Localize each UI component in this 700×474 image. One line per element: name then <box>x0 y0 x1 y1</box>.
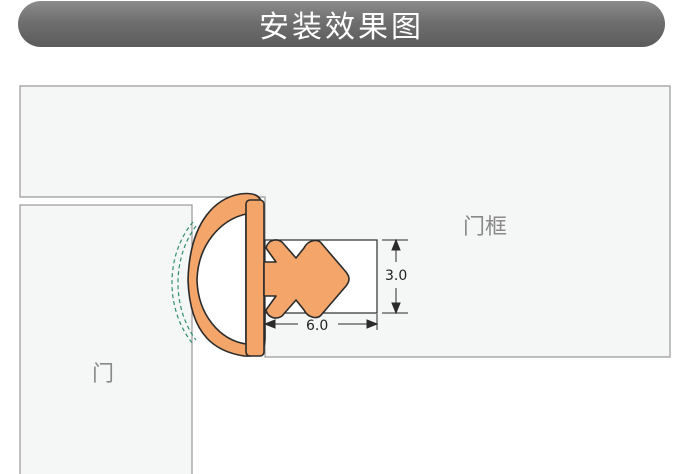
dashed-arc-outer <box>171 221 194 345</box>
seal-hollow <box>196 213 247 345</box>
dimension-width <box>263 314 379 330</box>
seal-barbs <box>263 239 350 319</box>
dimension-height <box>382 238 408 315</box>
seal-strip <box>187 192 350 357</box>
title-banner: 安装效果图 <box>18 1 665 47</box>
frame-label: 门框 <box>463 215 507 240</box>
door-frame <box>19 85 671 358</box>
dashed-arc-inner <box>177 225 197 341</box>
seal-stem <box>245 199 265 357</box>
dimension-width-label: 6.0 <box>306 318 328 334</box>
door-panel <box>19 204 193 474</box>
page-title: 安装效果图 <box>259 10 424 45</box>
dimension-height-label: 3.0 <box>385 268 407 284</box>
door-label: 门 <box>92 362 114 387</box>
